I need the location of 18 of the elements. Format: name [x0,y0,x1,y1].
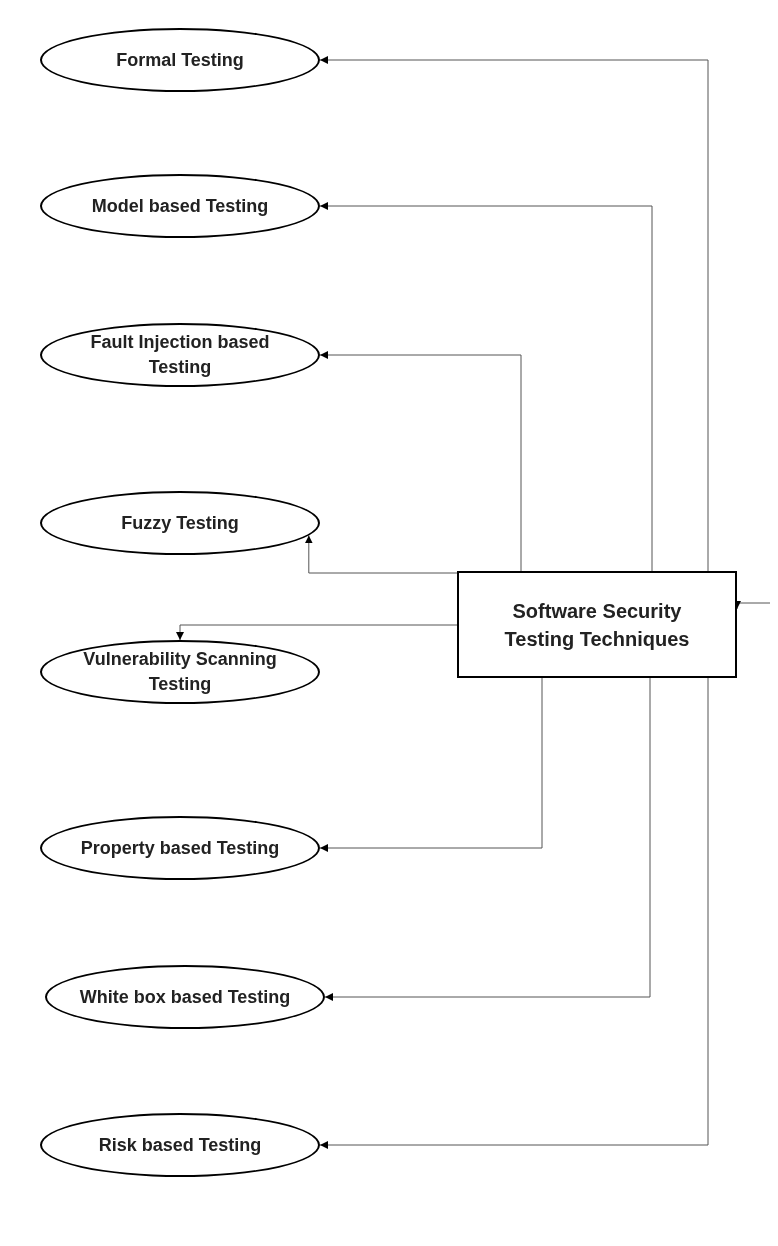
node-label: Vulnerability Scanning Testing [82,648,278,696]
node-label: Property based Testing [80,836,280,860]
connector-arrow [319,677,543,852]
connector-arrow [319,351,522,572]
process-box [457,571,737,678]
connector-arrow [319,56,709,572]
node-label: Risk based Testing [98,1133,262,1157]
node-label: Formal Testing [116,48,244,72]
connector-arrow [324,677,651,1001]
connector-arrow [176,624,458,641]
node-label: Fault Injection based Testing [89,331,271,379]
node-label: Fuzzy Testing [121,511,239,535]
connector-arrow [319,677,709,1149]
node-label: Software Security Testing Techniques [503,598,691,652]
node-label: White box based Testing [79,985,291,1009]
node-label: Model based Testing [91,194,269,218]
connector-arrow [304,535,458,574]
connector-arrow [319,202,653,572]
